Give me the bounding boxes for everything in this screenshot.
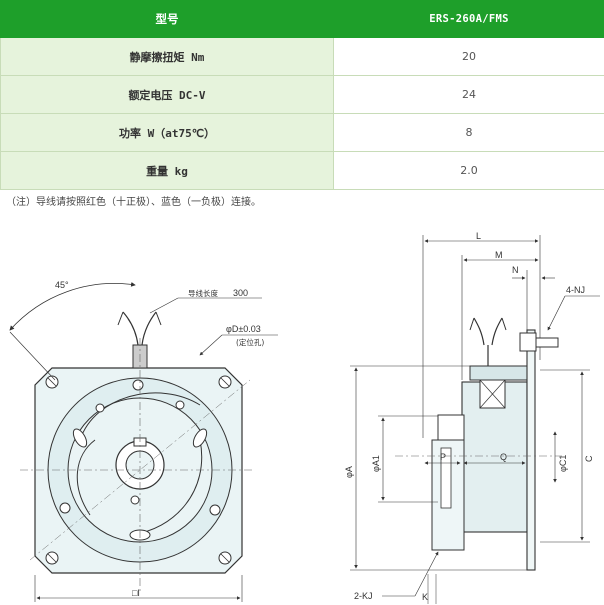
front-view: 45° 导线长度 300 φD±0.03 (定位孔) □I	[9, 280, 278, 602]
angle-label: 45°	[55, 280, 69, 290]
lead-length-label: 导线长度	[188, 288, 218, 298]
lead-length-value: 300	[233, 288, 248, 298]
dim-a-label: φA	[344, 466, 354, 478]
row-value: 24	[333, 75, 604, 114]
dim-4nj-label: 4-NJ	[566, 285, 585, 295]
dim-q-label: Q	[500, 452, 507, 462]
dim-m-label: M	[495, 250, 503, 260]
dim-n-label: N	[512, 265, 519, 275]
row-label: 额定电压 DC-V	[0, 75, 334, 114]
table-row: 额定电压 DC-V 24	[0, 75, 604, 114]
diameter-d-label: φD±0.03	[226, 324, 261, 334]
dim-c1-label: φC1	[558, 455, 568, 472]
dim-2kj-label: 2-KJ	[354, 591, 373, 601]
technical-drawing: 45° 导线长度 300 φD±0.03 (定位孔) □I L M N	[9, 231, 600, 604]
row-value: 2.0	[333, 151, 604, 190]
diameter-d-sub: (定位孔)	[236, 337, 264, 347]
row-label: 重量 kg	[0, 151, 334, 190]
row-value: 20	[333, 37, 604, 76]
table-row: 功率 W（at75℃） 8	[0, 113, 604, 152]
row-label: 功率 W（at75℃）	[0, 113, 334, 152]
header-model: 型号	[0, 0, 334, 38]
width-label: □I	[132, 588, 140, 598]
table-header-row: 型号 ERS-260A/FMS	[0, 0, 604, 38]
side-view: L M N 4-NJ φA φA1	[344, 231, 600, 604]
row-value: 8	[333, 113, 604, 152]
table-row: 重量 kg 2.0	[0, 151, 604, 190]
spec-table: 型号 ERS-260A/FMS 静摩擦扭矩 Nm 20 额定电压 DC-V 24…	[0, 0, 604, 190]
table-row: 静摩擦扭矩 Nm 20	[0, 37, 604, 76]
dim-c-label: C	[584, 455, 594, 462]
dim-p-label: P	[440, 452, 446, 462]
dim-a1-label: φA1	[371, 455, 381, 472]
header-model-number: ERS-260A/FMS	[333, 0, 604, 38]
row-label: 静摩擦扭矩 Nm	[0, 37, 334, 76]
dim-l-label: L	[476, 231, 481, 241]
wiring-note: （注）导线请按照红色（十正极）、蓝色（一负极）连接。	[6, 197, 261, 208]
dim-k-label: K	[422, 592, 428, 602]
